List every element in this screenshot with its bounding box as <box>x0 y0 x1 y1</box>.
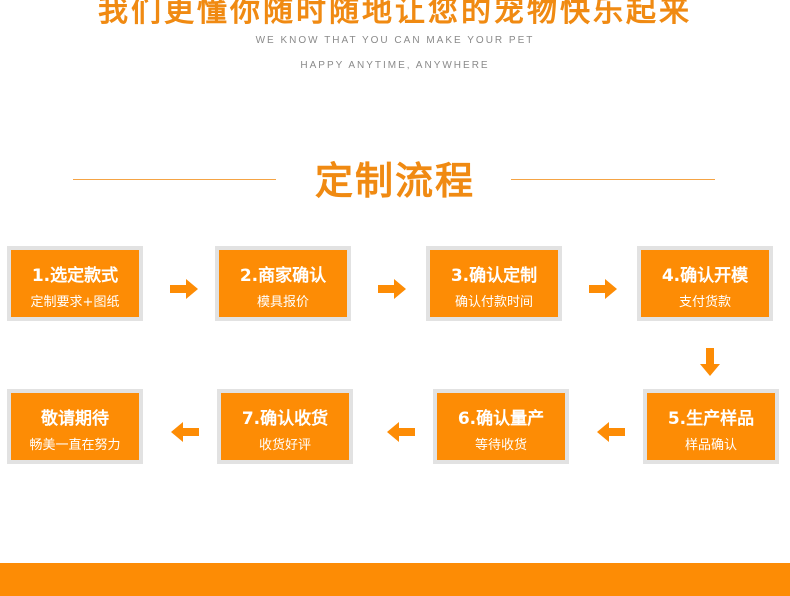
step-card: 6.确认量产 等待收货 <box>437 393 565 460</box>
step-desc: 收货好评 <box>258 438 311 453</box>
arrow-down-icon <box>700 348 720 376</box>
step-1-select-style: 1.选定款式 定制要求+图纸 <box>7 246 143 321</box>
arrow-right-icon <box>589 279 617 299</box>
step-desc: 支付货款 <box>678 295 731 310</box>
step-desc: 样品确认 <box>684 438 737 453</box>
step-card: 4.确认开模 支付货款 <box>641 250 769 317</box>
step-title: 4.确认开模 <box>661 266 749 286</box>
step-title: 敬请期待 <box>41 409 109 429</box>
step-desc: 确认付款时间 <box>454 295 533 310</box>
step-title: 7.确认收货 <box>241 409 329 429</box>
subtitle-line-1: WE KNOW THAT YOU CAN MAKE YOUR PET <box>255 35 535 46</box>
step-card: 2.商家确认 模具报价 <box>219 250 347 317</box>
headline: 我们更懂你随时随地让您的宠物快乐起来 <box>98 0 692 29</box>
divider-right <box>511 179 715 180</box>
step-5-sample-production: 5.生产样品 样品确认 <box>643 389 779 464</box>
step-desc: 模具报价 <box>256 295 309 310</box>
step-card: 3.确认定制 确认付款时间 <box>430 250 558 317</box>
step-stay-tuned: 敬请期待 畅美一直在努力 <box>7 389 143 464</box>
divider-left <box>73 179 276 180</box>
arrow-left-icon <box>387 422 415 442</box>
step-4-confirm-mold: 4.确认开模 支付货款 <box>637 246 773 321</box>
step-card: 7.确认收货 收货好评 <box>221 393 349 460</box>
step-2-merchant-confirm: 2.商家确认 模具报价 <box>215 246 351 321</box>
arrow-left-icon <box>597 422 625 442</box>
step-card: 5.生产样品 样品确认 <box>647 393 775 460</box>
step-title: 2.商家确认 <box>239 266 327 286</box>
step-card: 1.选定款式 定制要求+图纸 <box>11 250 139 317</box>
footer-band <box>0 563 790 596</box>
step-title: 5.生产样品 <box>667 409 755 429</box>
section-title: 定制流程 <box>314 159 475 203</box>
step-title: 1.选定款式 <box>31 266 119 286</box>
arrow-left-icon <box>171 422 199 442</box>
step-title: 6.确认量产 <box>457 409 545 429</box>
step-6-confirm-mass-production: 6.确认量产 等待收货 <box>433 389 569 464</box>
arrow-right-icon <box>170 279 198 299</box>
step-title: 3.确认定制 <box>450 266 538 286</box>
step-card: 敬请期待 畅美一直在努力 <box>11 393 139 460</box>
arrow-right-icon <box>378 279 406 299</box>
step-desc: 定制要求+图纸 <box>30 295 120 310</box>
step-desc: 等待收货 <box>474 438 527 453</box>
subtitle-line-2: HAPPY ANYTIME, ANYWHERE <box>300 60 490 71</box>
step-7-confirm-receipt: 7.确认收货 收货好评 <box>217 389 353 464</box>
step-desc: 畅美一直在努力 <box>29 438 121 453</box>
step-3-confirm-customization: 3.确认定制 确认付款时间 <box>426 246 562 321</box>
